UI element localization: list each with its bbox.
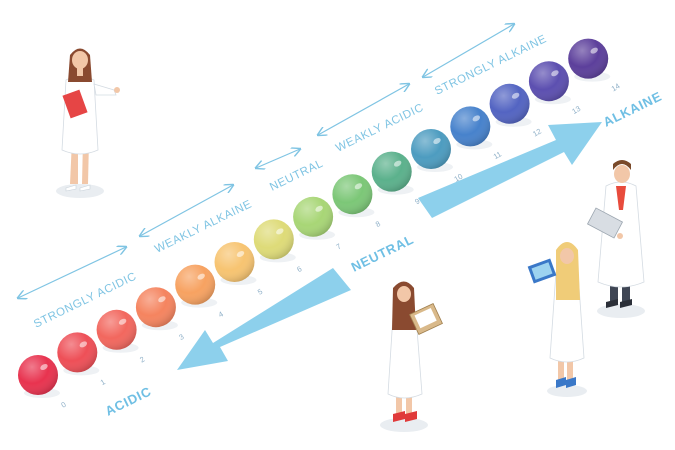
acidic-axis-label: ACIDIC xyxy=(103,383,154,418)
scientist-with-tablet-figure xyxy=(527,242,587,397)
ph-spheres xyxy=(18,38,611,398)
neutral-bracket xyxy=(256,149,300,168)
ph-sphere-9 xyxy=(371,151,414,195)
ph-sphere-0 xyxy=(18,355,60,398)
strongly-acidic-bracket xyxy=(18,247,126,298)
ph-sphere-10 xyxy=(411,129,453,172)
weakly-alkaine-bracket xyxy=(140,185,233,236)
presenter-woman-figure xyxy=(56,48,120,198)
strongly-alkaine-bracket xyxy=(423,24,514,77)
ph-number-8: 8 xyxy=(374,219,382,229)
ph-number-12: 12 xyxy=(531,127,543,139)
ph-sphere-14 xyxy=(568,38,611,82)
ph-number-2: 2 xyxy=(138,355,146,365)
alkaine-arrow xyxy=(418,122,602,218)
ph-number-10: 10 xyxy=(453,172,465,184)
acidic-arrow xyxy=(177,268,351,370)
scientist-with-clipboard-figure xyxy=(380,281,443,432)
neutral-axis-label: NEUTRAL xyxy=(349,232,416,275)
ph-sphere-1 xyxy=(57,332,100,376)
ph-sphere-12 xyxy=(489,83,532,127)
ph-number-7: 7 xyxy=(335,242,343,252)
ph-sphere-5 xyxy=(214,242,257,285)
ph-sphere-8 xyxy=(332,174,375,218)
ph-number-3: 3 xyxy=(177,332,185,342)
scientist-with-laptop-figure xyxy=(586,160,645,318)
neutral-label: NEUTRAL xyxy=(268,158,325,194)
ph-sphere-2 xyxy=(96,309,139,353)
ph-sphere-13 xyxy=(528,61,571,105)
ph-sphere-4 xyxy=(175,264,218,308)
ph-sphere-11 xyxy=(450,106,493,150)
ph-number-6: 6 xyxy=(295,264,303,274)
ph-number-13: 13 xyxy=(570,104,582,116)
ph-number-5: 5 xyxy=(256,287,264,297)
alkaine-axis-label: ALKAINE xyxy=(601,88,665,129)
ph-sphere-3 xyxy=(135,287,178,331)
ph-sphere-7 xyxy=(293,196,336,240)
ph-number-0: 0 xyxy=(60,400,68,410)
ph-number-11: 11 xyxy=(492,149,503,161)
ph-number-9: 9 xyxy=(413,196,421,206)
ph-number-1: 1 xyxy=(99,377,107,387)
ph-sphere-6 xyxy=(253,219,296,263)
weakly-acidic-bracket xyxy=(318,84,409,135)
ph-number-4: 4 xyxy=(217,309,225,319)
range-brackets xyxy=(18,24,514,298)
ph-number-14: 14 xyxy=(610,81,622,93)
